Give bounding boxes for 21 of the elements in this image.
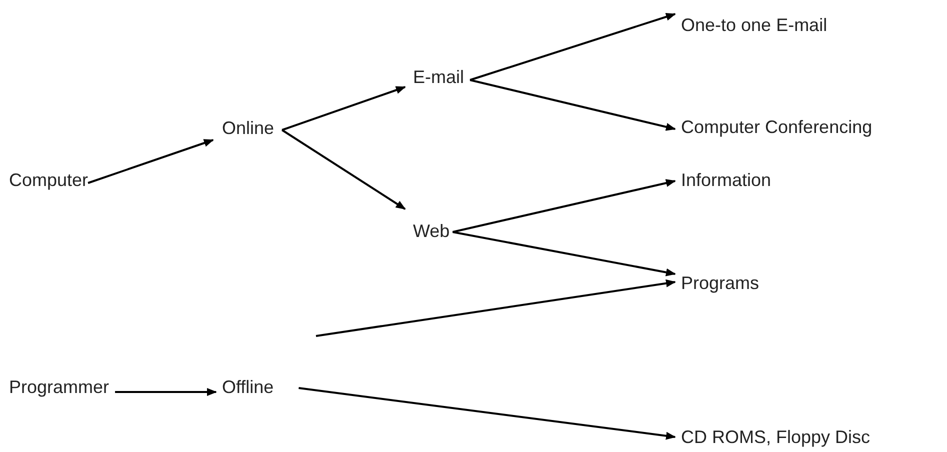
node-label: Web [413,220,450,242]
node-label: Programmer [9,376,110,398]
node-label: Information [681,169,772,191]
node-label: Online [222,117,274,139]
arrow [298,387,676,440]
arrow [470,12,676,81]
node-label: Computer [9,169,88,191]
arrow [316,279,676,337]
node-label: E-mail [413,66,464,88]
arrow [470,79,676,131]
node-label: Programs [681,272,760,294]
arrow [282,86,406,131]
arrow [282,129,406,210]
arrow [452,231,676,276]
arrow [452,179,676,233]
node-label: Computer Conferencing [681,116,872,138]
node-label: Offline [222,376,274,398]
arrow [115,388,217,396]
node-label: One-to one E-mail [681,14,828,36]
arrow [88,139,214,184]
node-label: CD ROMS, Floppy Disc [681,426,870,448]
